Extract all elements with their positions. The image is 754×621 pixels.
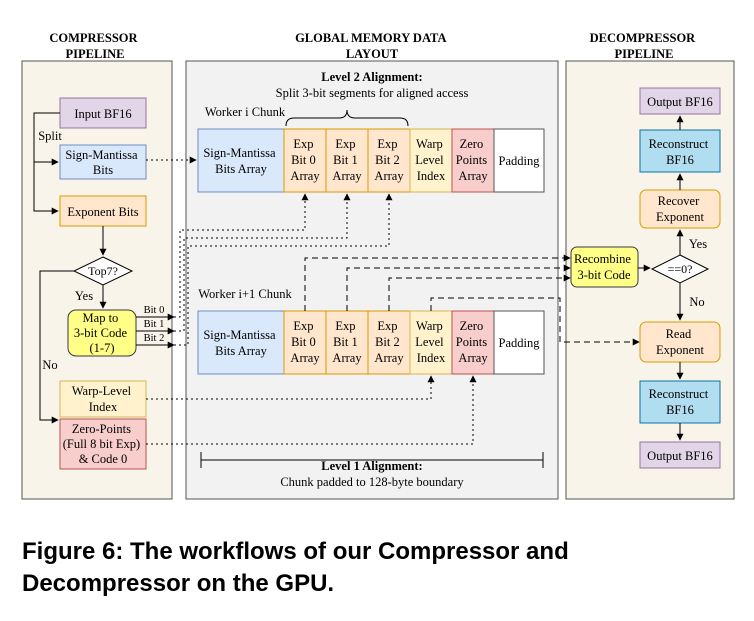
worker-i-sign-mantissa-array xyxy=(197,128,285,193)
worker-i-exp-bit2-array xyxy=(367,128,411,193)
worker-i1-sign-mantissa-array xyxy=(197,310,285,375)
decision-no-label: No xyxy=(689,295,704,309)
worker-i-exp-bit0-array xyxy=(283,128,327,193)
worker-i-warp-level-index-label: Warp Level Index xyxy=(415,137,447,183)
worker-i-chunk-label: Worker i Chunk xyxy=(205,105,286,119)
level1-alignment-title: Level 1 Alignment: xyxy=(321,459,422,473)
output-bf16-bottom-box xyxy=(639,441,721,469)
input-bf16-box xyxy=(59,97,147,129)
dashed-connectors xyxy=(304,254,640,346)
worker-i-warp-level-index xyxy=(409,128,453,193)
output-bf16-bottom-label: Output BF16 xyxy=(647,449,713,463)
worker-i-zero-points-label: Zero Points Array xyxy=(456,137,490,183)
output-bf16-top-box xyxy=(639,87,721,115)
map-3bit-code-box xyxy=(67,309,137,357)
decompressor-connectors xyxy=(638,115,684,441)
reconstruct-bf16-bottom-label: Reconstruct BF16 xyxy=(649,387,712,417)
level2-alignment-subtitle: Split 3-bit segments for aligned access xyxy=(276,86,469,100)
worker-i-padding xyxy=(493,128,545,193)
worker-i1-exp-bit2-label: Exp Bit 2 Array xyxy=(374,319,404,365)
level2-brace xyxy=(285,109,409,127)
worker-i-exp-bit0-label: Exp Bit 0 Array xyxy=(290,137,320,183)
compressor-header: COMPRESSOR PIPELINE xyxy=(49,31,140,61)
worker-i1-padding-label: Padding xyxy=(499,336,541,350)
recover-exponent-label: Recover Exponent xyxy=(656,194,704,224)
dotted-connectors xyxy=(146,156,477,445)
level1-bracket xyxy=(200,452,544,468)
recombine-3bit-code-box xyxy=(570,246,639,288)
worker-i1-chunk-label: Worker i+1 Chunk xyxy=(198,287,292,301)
top7-yes-label: Yes xyxy=(75,289,93,303)
workflow-diagram: COMPRESSOR PIPELINE GLOBAL MEMORY DATA L… xyxy=(21,31,735,500)
worker-i1-warp-level-index-label: Warp Level Index xyxy=(415,319,447,365)
memory-panel xyxy=(185,60,559,500)
reconstruct-bf16-top-label: Reconstruct BF16 xyxy=(649,137,712,167)
bit0-label: Bit 0 xyxy=(144,305,165,316)
warp-level-index-box xyxy=(59,380,147,418)
memory-header: GLOBAL MEMORY DATA LAYOUT xyxy=(295,31,449,61)
worker-i1-exp-bit0-label: Exp Bit 0 Array xyxy=(290,319,320,365)
output-bf16-top-label: Output BF16 xyxy=(647,95,713,109)
bit2-label: Bit 2 xyxy=(144,333,165,344)
worker-i1-zero-points-label: Zero Points Array xyxy=(456,319,490,365)
sign-mantissa-bits-label: Sign-Mantissa Bits xyxy=(65,148,140,177)
worker-i1-padding xyxy=(493,310,545,375)
decision-yes-label: Yes xyxy=(689,237,707,251)
worker-i-exp-bit1-label: Exp Bit 1 Array xyxy=(332,137,362,183)
worker-i-sign-mantissa-label: Sign-Mantissa Bits Array xyxy=(203,146,278,176)
figure-caption: Figure 6: The workflows of our Compresso… xyxy=(22,538,569,597)
bit1-label: Bit 1 xyxy=(144,319,165,330)
top7-no-label: No xyxy=(42,358,57,372)
worker-i-exp-bit2-label: Exp Bit 2 Array xyxy=(374,137,404,183)
decompressor-header: DECOMPRESSOR PIPELINE xyxy=(590,31,699,61)
reconstruct-bf16-bottom-box xyxy=(639,380,721,424)
worker-i1-exp-bit1-array xyxy=(325,310,369,375)
level2-alignment-title: Level 2 Alignment: xyxy=(321,70,422,84)
worker-i1-exp-bit1-label: Exp Bit 1 Array xyxy=(332,319,362,365)
input-bf16-label: Input BF16 xyxy=(74,107,131,121)
split-label: Split xyxy=(38,129,62,143)
worker-i-zero-points-array xyxy=(451,128,495,193)
read-exponent-label: Read Exponent xyxy=(656,327,704,357)
zero-check-decision-label: ==0? xyxy=(668,262,693,276)
recombine-3bit-code-label: Recombine 3-bit Code xyxy=(574,252,634,282)
top7-decision-label: Top7? xyxy=(88,264,118,278)
worker-i-exp-bit1-array xyxy=(325,128,369,193)
zero-points-label: Zero-Points (Full 8 bit Exp) & Code 0 xyxy=(63,422,144,466)
level1-alignment-subtitle: Chunk padded to 128-byte boundary xyxy=(280,475,464,489)
worker-i1-sign-mantissa-label: Sign-Mantissa Bits Array xyxy=(203,328,278,358)
compressor-connectors xyxy=(33,112,175,424)
worker-i1-exp-bit2-array xyxy=(367,310,411,375)
exponent-bits-label: Exponent Bits xyxy=(67,205,138,219)
worker-i-padding-label: Padding xyxy=(499,154,541,168)
map-3bit-code-label: Map to 3-bit Code (1-7) xyxy=(74,311,130,355)
worker-i1-zero-points-array xyxy=(451,310,495,375)
sign-mantissa-bits-box xyxy=(59,144,147,180)
warp-level-index-label: Warp-Level Index xyxy=(72,384,135,414)
